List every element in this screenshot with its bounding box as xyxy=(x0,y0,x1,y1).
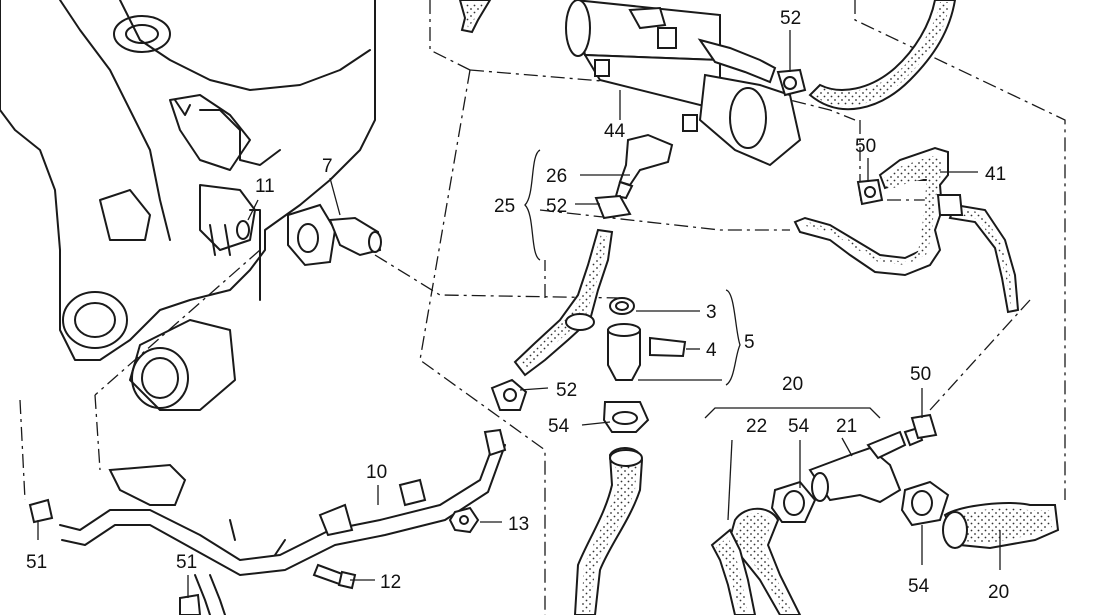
callout-13: 13 xyxy=(508,514,529,535)
callout-4: 4 xyxy=(706,340,717,361)
callout-54-mid: 54 xyxy=(788,416,810,437)
callout-52-low: 52 xyxy=(556,380,577,401)
clamp-part-50-top xyxy=(856,178,884,206)
callout-51-left: 51 xyxy=(26,552,47,573)
hose-part-25 xyxy=(513,133,674,377)
callout-25: 25 xyxy=(494,196,515,217)
callout-21: 21 xyxy=(836,416,857,437)
callout-10: 10 xyxy=(366,462,387,483)
hose-lower-center xyxy=(573,447,644,615)
clamp-part-52-low xyxy=(490,378,528,411)
callout-22: 22 xyxy=(746,416,767,437)
callout-50-right: 50 xyxy=(910,364,931,385)
clamp-part-52-top xyxy=(776,68,807,97)
leader-lines xyxy=(37,30,1001,598)
callout-54-left: 54 xyxy=(548,416,570,437)
clamp-part-50-right xyxy=(910,413,938,440)
nut-part-13 xyxy=(448,506,480,534)
clamp-part-51-left xyxy=(28,498,54,524)
callout-52-mid: 52 xyxy=(546,196,567,217)
callout-44: 44 xyxy=(604,121,626,142)
callout-labels: 52 44 50 41 26 25 52 11 7 3 4 5 52 54 20… xyxy=(26,8,1009,603)
callout-54-bottom: 54 xyxy=(908,576,930,597)
callout-51-bottom: 51 xyxy=(176,552,197,573)
callout-12: 12 xyxy=(380,572,401,593)
assembly-boundaries xyxy=(19,0,1066,615)
callout-3: 3 xyxy=(706,302,717,323)
t-connector-part-21 xyxy=(808,426,924,504)
clamp-part-54-left xyxy=(602,401,650,433)
hose-part-20 xyxy=(942,502,1060,550)
callout-50-top: 50 xyxy=(855,136,876,157)
callout-26: 26 xyxy=(546,166,567,187)
coolant-pipe-part-10 xyxy=(59,428,507,615)
hose-top-right xyxy=(808,0,957,111)
callout-20-bottom: 20 xyxy=(988,582,1009,603)
clamp-part-51-bottom xyxy=(179,593,202,615)
flange-part-7 xyxy=(287,203,382,267)
callout-5: 5 xyxy=(744,332,755,353)
heat-exchanger-part-44 xyxy=(565,0,802,167)
bolt-part-12 xyxy=(312,563,357,590)
callout-7: 7 xyxy=(322,156,333,177)
engine-block xyxy=(0,0,376,411)
hose-top-small xyxy=(458,0,492,34)
clamp-part-54-mid xyxy=(770,480,817,523)
hose-part-41 xyxy=(793,146,1020,314)
callout-20-top: 20 xyxy=(782,374,803,395)
clamp-part-54-bottom xyxy=(900,480,950,527)
callout-41: 41 xyxy=(985,164,1006,185)
seal-part-11 xyxy=(236,220,250,240)
callout-52-top: 52 xyxy=(780,8,801,29)
callout-11: 11 xyxy=(255,176,275,197)
hose-part-22 xyxy=(710,507,802,615)
thermostat-assembly-part-5 xyxy=(607,297,687,381)
